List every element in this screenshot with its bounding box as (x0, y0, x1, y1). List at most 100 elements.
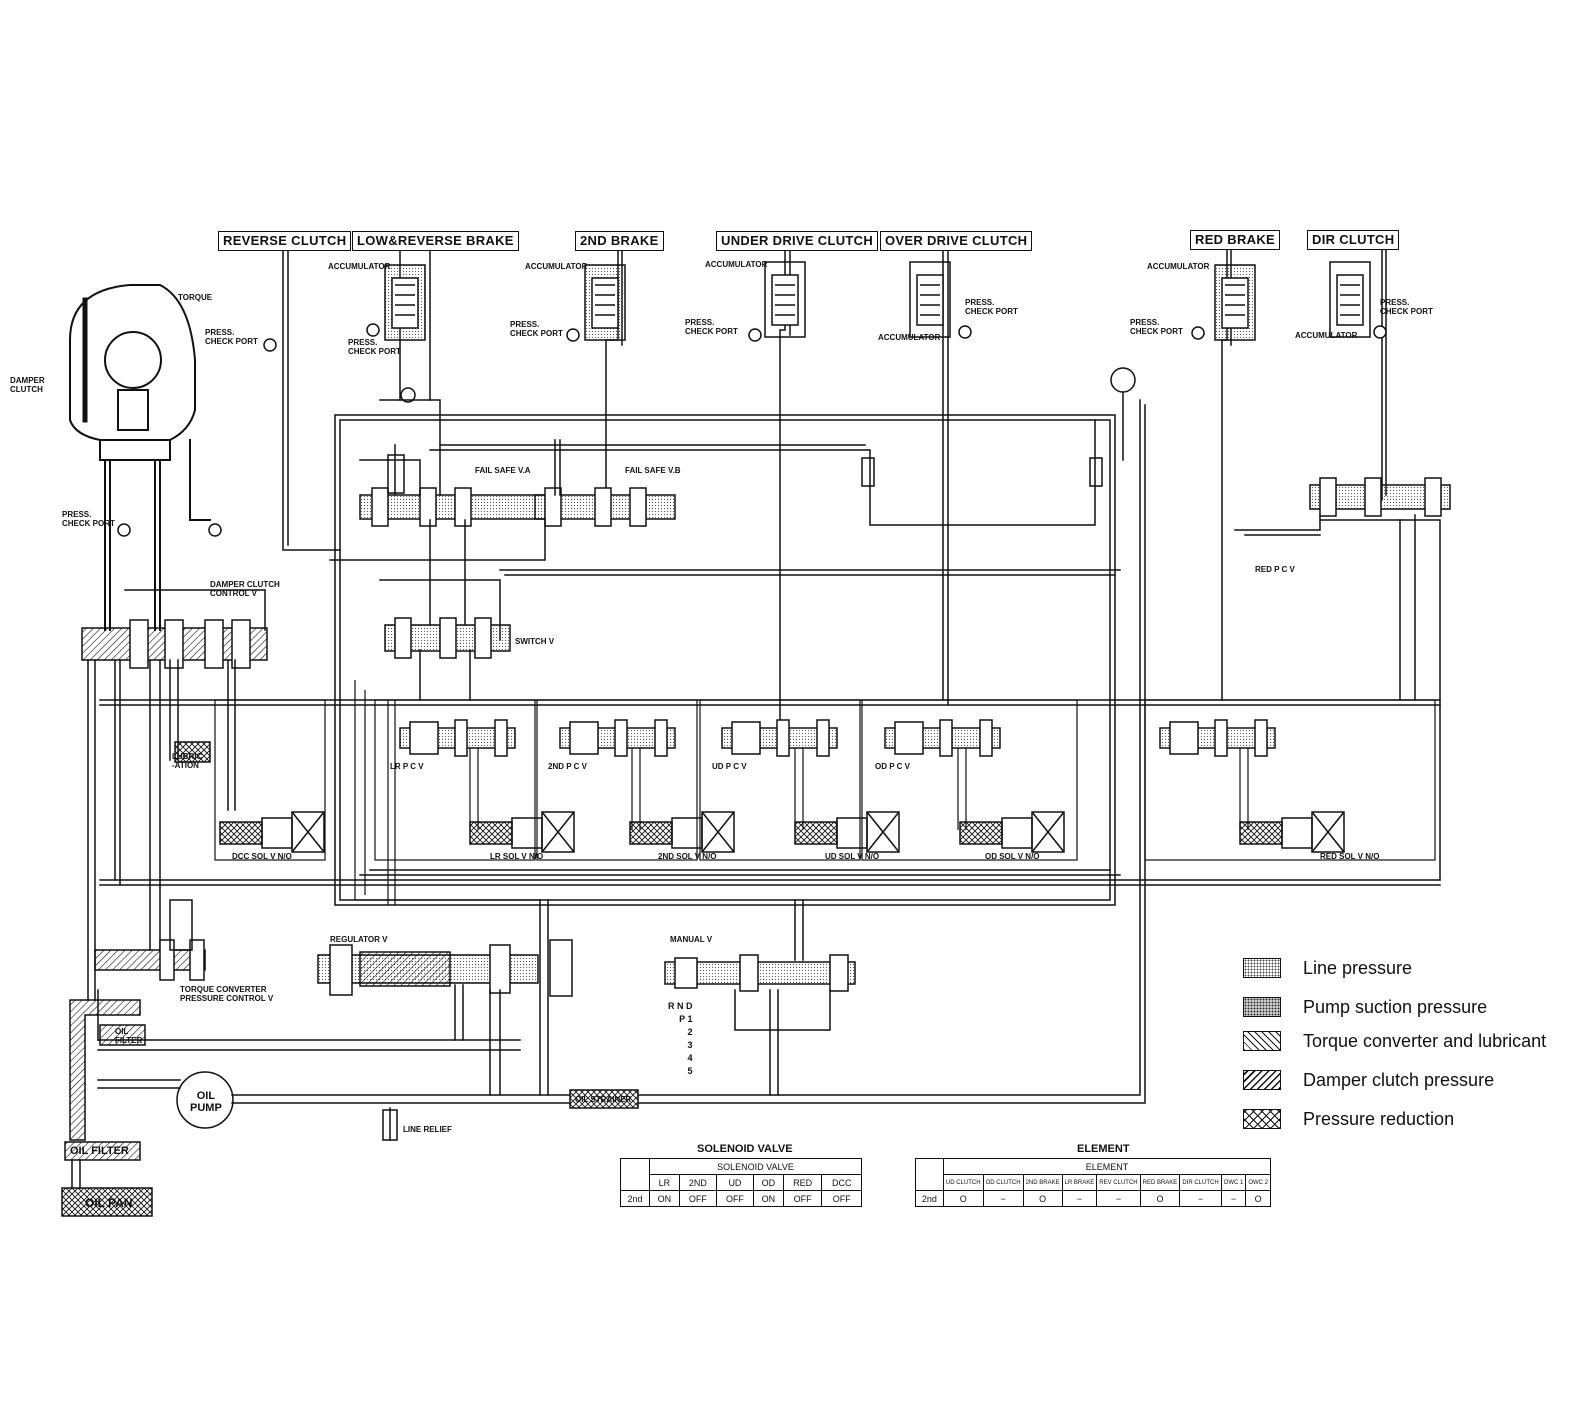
table-cell: ON (649, 1190, 680, 1207)
legend-swatch (1243, 1031, 1281, 1051)
element-table-header: ELEMENT (942, 1158, 1272, 1175)
table-row: 2nd O − O − − O − − O (915, 1190, 1271, 1207)
red-solenoid (1239, 811, 1345, 853)
low-reverse-brake-label: LOW&REVERSE BRAKE (352, 231, 519, 251)
solenoid-table-title: SOLENOID VALVE (697, 1143, 793, 1155)
switch-v-label: SWITCH V (515, 637, 555, 646)
table-cell: O (942, 1190, 984, 1207)
under-drive-clutch-label: UNDER DRIVE CLUTCH (716, 231, 879, 251)
solenoid-table-corner (620, 1158, 650, 1191)
legend-label: Line pressure (1303, 957, 1413, 978)
od-sol-label: OD SOL V N/O (985, 852, 1040, 861)
regulator-v-label: REGULATOR V (330, 935, 388, 944)
element-col: OWC 2 (1245, 1174, 1271, 1191)
solenoid-col: RED (782, 1174, 823, 1191)
lubrication-label: LUBRIC -ATION (172, 752, 203, 770)
manual-valve (664, 899, 856, 1096)
solenoid-col: DCC (821, 1174, 862, 1191)
damper-clutch-control-valve (81, 589, 268, 1001)
legend-label: Damper clutch pressure (1303, 1069, 1495, 1090)
fail-safe-vb-label: FAIL SAFE V.B (625, 466, 681, 475)
press-check-port-label-6: PRESS. CHECK PORT (1130, 318, 1183, 336)
accumulator-dir (1329, 261, 1371, 338)
oil-pump-label: OIL PUMP (190, 1090, 222, 1114)
2nd-pcv (559, 719, 676, 757)
accumulators (384, 261, 1371, 341)
legend-item-pump-suction: Pump suction pressure (1243, 994, 1487, 1020)
tcc-pressure-control-valve (94, 899, 206, 981)
table-cell: − (1179, 1190, 1222, 1207)
legend-swatch (1243, 1070, 1281, 1090)
row-label: 2nd (915, 1190, 944, 1207)
legend-item-pressure-reduction: Pressure reduction (1243, 1106, 1454, 1132)
accumulator-label-od: ACCUMULATOR (878, 333, 941, 342)
accumulator-2nd (584, 264, 626, 341)
press-check-port-label-7: PRESS. CHECK PORT (1380, 298, 1433, 316)
accumulator-label-dir: ACCUMULATOR (1295, 331, 1358, 340)
tcc-pressure-control-label: TORQUE CONVERTER PRESSURE CONTROL V (180, 985, 274, 1003)
od-solenoid (959, 811, 1065, 853)
element-col: UD CLUTCH (942, 1174, 984, 1191)
dir-clutch-label: DIR CLUTCH (1307, 230, 1400, 250)
oil-filter-small-label: OIL FILTER (115, 1027, 143, 1045)
accumulator-label-2nd: ACCUMULATOR (525, 262, 588, 271)
dcc-sol-label: DCC SOL V N/O (232, 852, 292, 861)
press-check-port-label-3: PRESS. CHECK PORT (510, 320, 563, 338)
regulator-valve (317, 899, 573, 1096)
oil-filter-label: OIL FILTER (70, 1145, 129, 1157)
element-table-columns: UD CLUTCH OD CLUTCH 2ND BRAKE LR BRAKE R… (916, 1174, 1271, 1191)
gear-positions-label: R N D P 1 2 3 4 5 (668, 1001, 693, 1076)
element-col: OWC 1 (1220, 1174, 1247, 1191)
red-sol-label: RED SOL V N/O (1320, 852, 1380, 861)
row-label: 2nd (620, 1190, 650, 1207)
element-col: REV CLUTCH (1096, 1174, 1141, 1191)
ud-solenoid (794, 811, 900, 853)
fail-safe-valves (329, 387, 676, 561)
press-check-port-label-4: PRESS. CHECK PORT (685, 318, 738, 336)
solenoid-col: 2ND (678, 1174, 717, 1191)
manual-v-label: MANUAL V (670, 935, 713, 944)
table-row: 2nd ON OFF OFF ON OFF OFF (620, 1190, 862, 1207)
lr-pcv-label: LR P C V (390, 762, 424, 771)
lr-pcv (399, 719, 516, 757)
table-cell: − (1220, 1190, 1247, 1207)
solenoid-table-columns: LR 2ND UD OD RED DCC (621, 1174, 862, 1191)
accumulator-label-lr: ACCUMULATOR (328, 262, 391, 271)
second-sol-label: 2ND SOL V N/O (658, 852, 717, 861)
press-check-port-label-2: PRESS. CHECK PORT (348, 338, 401, 356)
table-cell: O (1245, 1190, 1271, 1207)
lr-solenoid (469, 811, 575, 853)
solenoid-col: OD (752, 1174, 784, 1191)
legend-label: Pump suction pressure (1303, 996, 1488, 1017)
element-col: LR BRAKE (1061, 1174, 1098, 1191)
legend-swatch (1243, 1109, 1281, 1129)
damper-clutch-label: DAMPER CLUTCH (10, 376, 45, 394)
legend-label: Torque converter and lubricant (1303, 1030, 1547, 1051)
red-pcv-valve (1309, 477, 1451, 517)
legend-item-line-pressure: Line pressure (1243, 955, 1412, 981)
solenoid-table-header: SOLENOID VALVE (649, 1158, 862, 1175)
table-cell: ON (752, 1190, 784, 1207)
legend-item-torque-converter: Torque converter and lubricant (1243, 1028, 1546, 1054)
table-cell: O (1022, 1190, 1063, 1207)
solenoid-table: SOLENOID VALVE LR 2ND UD OD RED DCC 2nd … (620, 1158, 862, 1207)
press-check-ports (117, 323, 1387, 537)
legend-swatch (1243, 997, 1281, 1017)
oil-strainer-label: OIL STRAINER (575, 1095, 632, 1104)
red-pcv (1159, 719, 1276, 757)
over-drive-clutch-label: OVER DRIVE CLUTCH (880, 231, 1033, 251)
accumulator-label-ud: ACCUMULATOR (705, 260, 768, 269)
element-col: OD CLUTCH (982, 1174, 1024, 1191)
ud-pcv (721, 719, 838, 757)
solenoid-valves (219, 811, 1345, 853)
pcv-valves (399, 719, 1276, 757)
red-brake-label: RED BRAKE (1190, 230, 1280, 250)
element-col: 2ND BRAKE (1022, 1174, 1063, 1191)
table-cell: OFF (678, 1190, 717, 1207)
legend-label: Pressure reduction (1303, 1108, 1455, 1129)
torque-label: TORQUE (178, 293, 213, 302)
element-table-title: ELEMENT (1077, 1143, 1130, 1155)
oil-supply (61, 399, 1146, 1217)
table-cell: OFF (715, 1190, 754, 1207)
